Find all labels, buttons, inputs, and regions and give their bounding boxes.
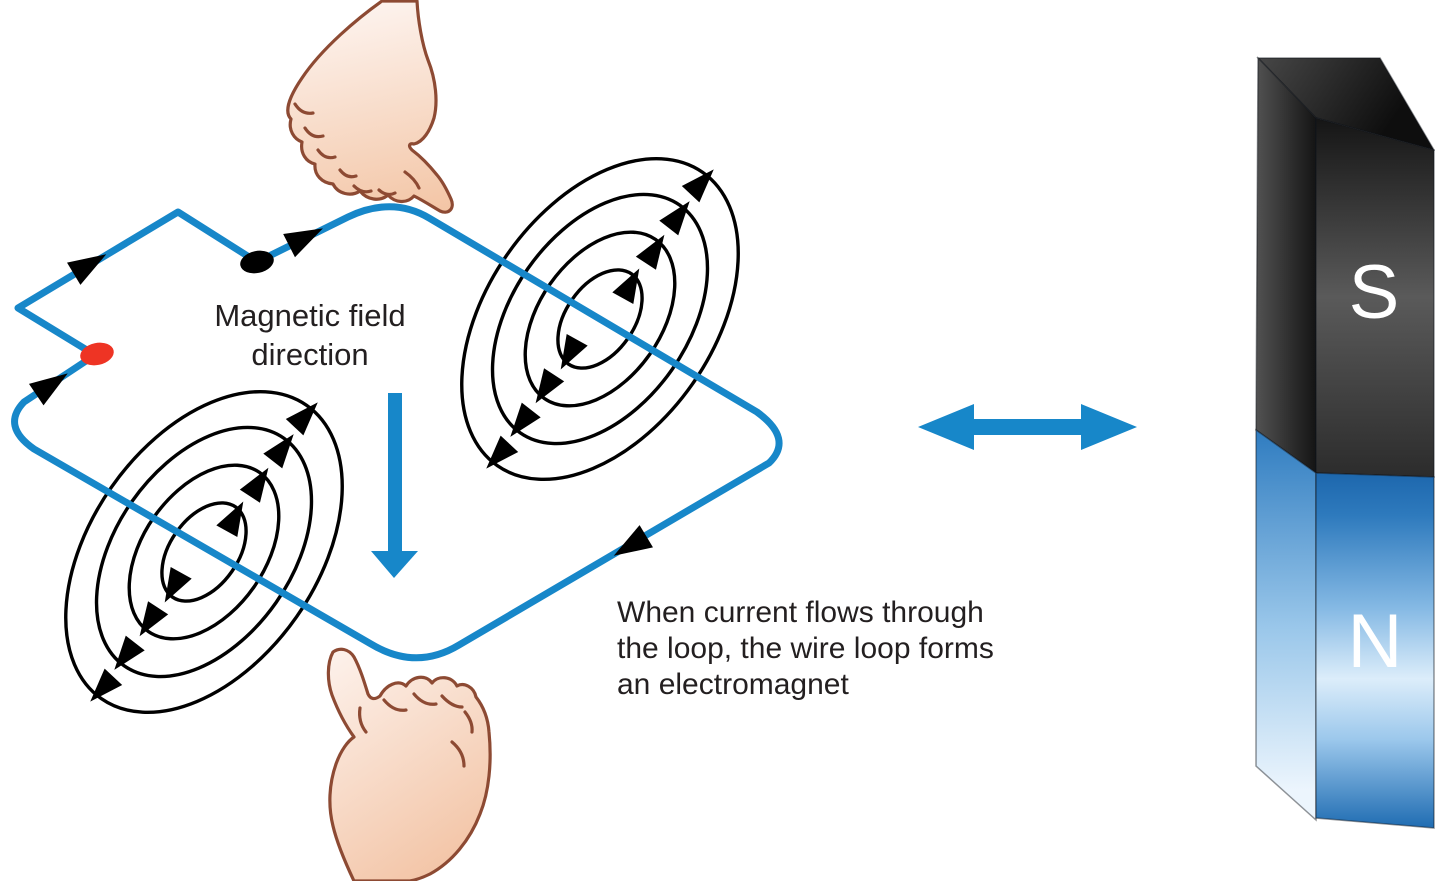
magnet-south-side-face [1255,56,1317,475]
knuckle-crease [463,710,474,734]
magnet-north-label: N [1348,599,1403,684]
field-arrow-icon [510,402,541,437]
field-arrow-icon [560,333,588,370]
field-line [94,425,314,679]
field-arrow-icon [114,635,145,670]
current-arrow-icon [613,525,653,556]
field-line [127,463,281,641]
field-arrow-icon [285,402,318,436]
hand-outline [326,647,492,881]
knuckle-crease [440,694,464,709]
field-line [523,230,677,408]
right-hand-bottom [326,647,492,881]
field-arrow-icon [612,268,640,305]
magnet-north-front-face [1315,472,1435,829]
current-arrow-icon [28,373,68,406]
knuckle-crease [412,692,438,706]
current-arrow-icon [283,228,323,258]
field-direction-arrow-shaft [388,393,402,553]
knuckle-crease [382,698,408,712]
field-arrow-icon [659,201,690,236]
terminal-dot-red [80,342,114,366]
electromagnet-caption: When current flows through the loop, the… [617,596,994,701]
field-arrow-icon [263,434,294,469]
current-arrow-icon [67,254,107,285]
knuckle-crease [316,148,337,160]
knuckle-crease [338,168,358,179]
wire-loop [11,203,783,662]
magnet-south-label: S [1349,250,1400,335]
field-line [64,389,344,715]
field-lines-right-coil [460,156,740,482]
right-hand-top [286,0,454,214]
palm-crease [450,740,466,768]
field-arrow-icon [216,501,244,538]
field-arrow-icon [486,435,519,469]
field-line [460,156,740,482]
attraction-double-arrow [918,404,1137,450]
knuckle-crease [352,184,373,194]
field-arrow-icon [164,566,192,603]
field-arrow-icon [90,668,123,702]
finger-crease [403,170,421,190]
field-line [490,192,710,446]
field-arrow-icon [139,601,169,637]
bar-magnet: S N [1255,56,1435,829]
field-arrow-icon [239,467,269,503]
field-arrow-icon [681,169,714,203]
thumb-crease [358,706,368,734]
field-direction-arrow [371,393,418,578]
field-direction-label: Magnetic field direction [214,298,406,372]
field-arrow-icon [635,234,665,270]
magnet-north-side-face [1255,428,1317,822]
knuckle-crease [303,126,325,139]
knuckle-crease [293,102,315,115]
hand-outline [286,0,454,214]
knuckle-crease [377,188,397,197]
field-direction-arrow-head [371,551,418,578]
terminal-dot-black [240,250,274,274]
field-arrow-icon [535,368,565,404]
